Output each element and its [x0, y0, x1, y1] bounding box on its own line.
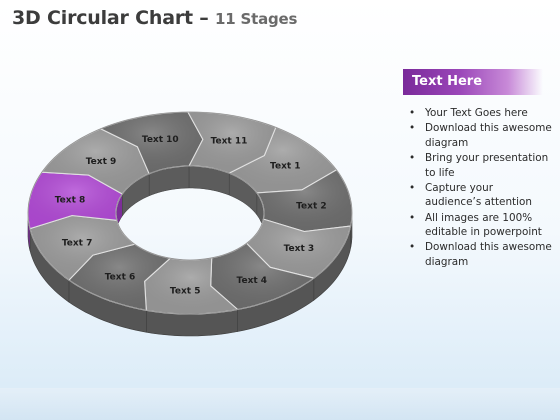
bottom-band	[0, 388, 560, 420]
segment-label-7: Text 7	[62, 239, 93, 249]
segment-label-3: Text 3	[284, 244, 315, 254]
panel-header: Text Here	[403, 69, 543, 95]
segment-label-9: Text 9	[86, 157, 117, 167]
panel-header-text: Text Here	[412, 74, 483, 89]
segment-label-1: Text 1	[270, 161, 301, 171]
outer-rim	[27, 111, 353, 315]
bullet-item: Bring your presentation to life	[407, 151, 552, 180]
segment-11	[187, 111, 277, 174]
segment-label-11: Text 11	[211, 137, 248, 147]
slide-title: 3D Circular Chart – 11 Stages	[12, 7, 297, 29]
segment-label-10: Text 10	[142, 135, 179, 145]
title-sub: 11 Stages	[215, 10, 298, 28]
bullet-item: Your Text Goes here	[407, 106, 552, 121]
bullet-item: Download this awesome diagram	[407, 240, 552, 269]
bullet-item: All images are 100% editable in powerpoi…	[407, 211, 552, 240]
ring-labels: Text 1 Text 2 Text 3 Text 4 Text 5 Text 6 Text…	[55, 135, 327, 297]
segment-label-6: Text 6	[105, 273, 136, 283]
segment-label-8: Text 8	[55, 196, 86, 206]
bullet-list: Your Text Goes hereDownload this awesome…	[407, 106, 552, 270]
ring-top	[27, 111, 353, 315]
bullet-item: Download this awesome diagram	[407, 121, 552, 150]
segment-6	[68, 243, 171, 311]
segment-label-5: Text 5	[170, 286, 201, 296]
segment-label-2: Text 2	[296, 202, 327, 212]
title-dash: –	[192, 7, 216, 29]
inner-rim	[115, 165, 265, 261]
bullet-item: Capture your audience’s attention	[407, 181, 552, 210]
segment-label-4: Text 4	[237, 276, 268, 286]
title-main: 3D Circular Chart	[12, 7, 193, 29]
